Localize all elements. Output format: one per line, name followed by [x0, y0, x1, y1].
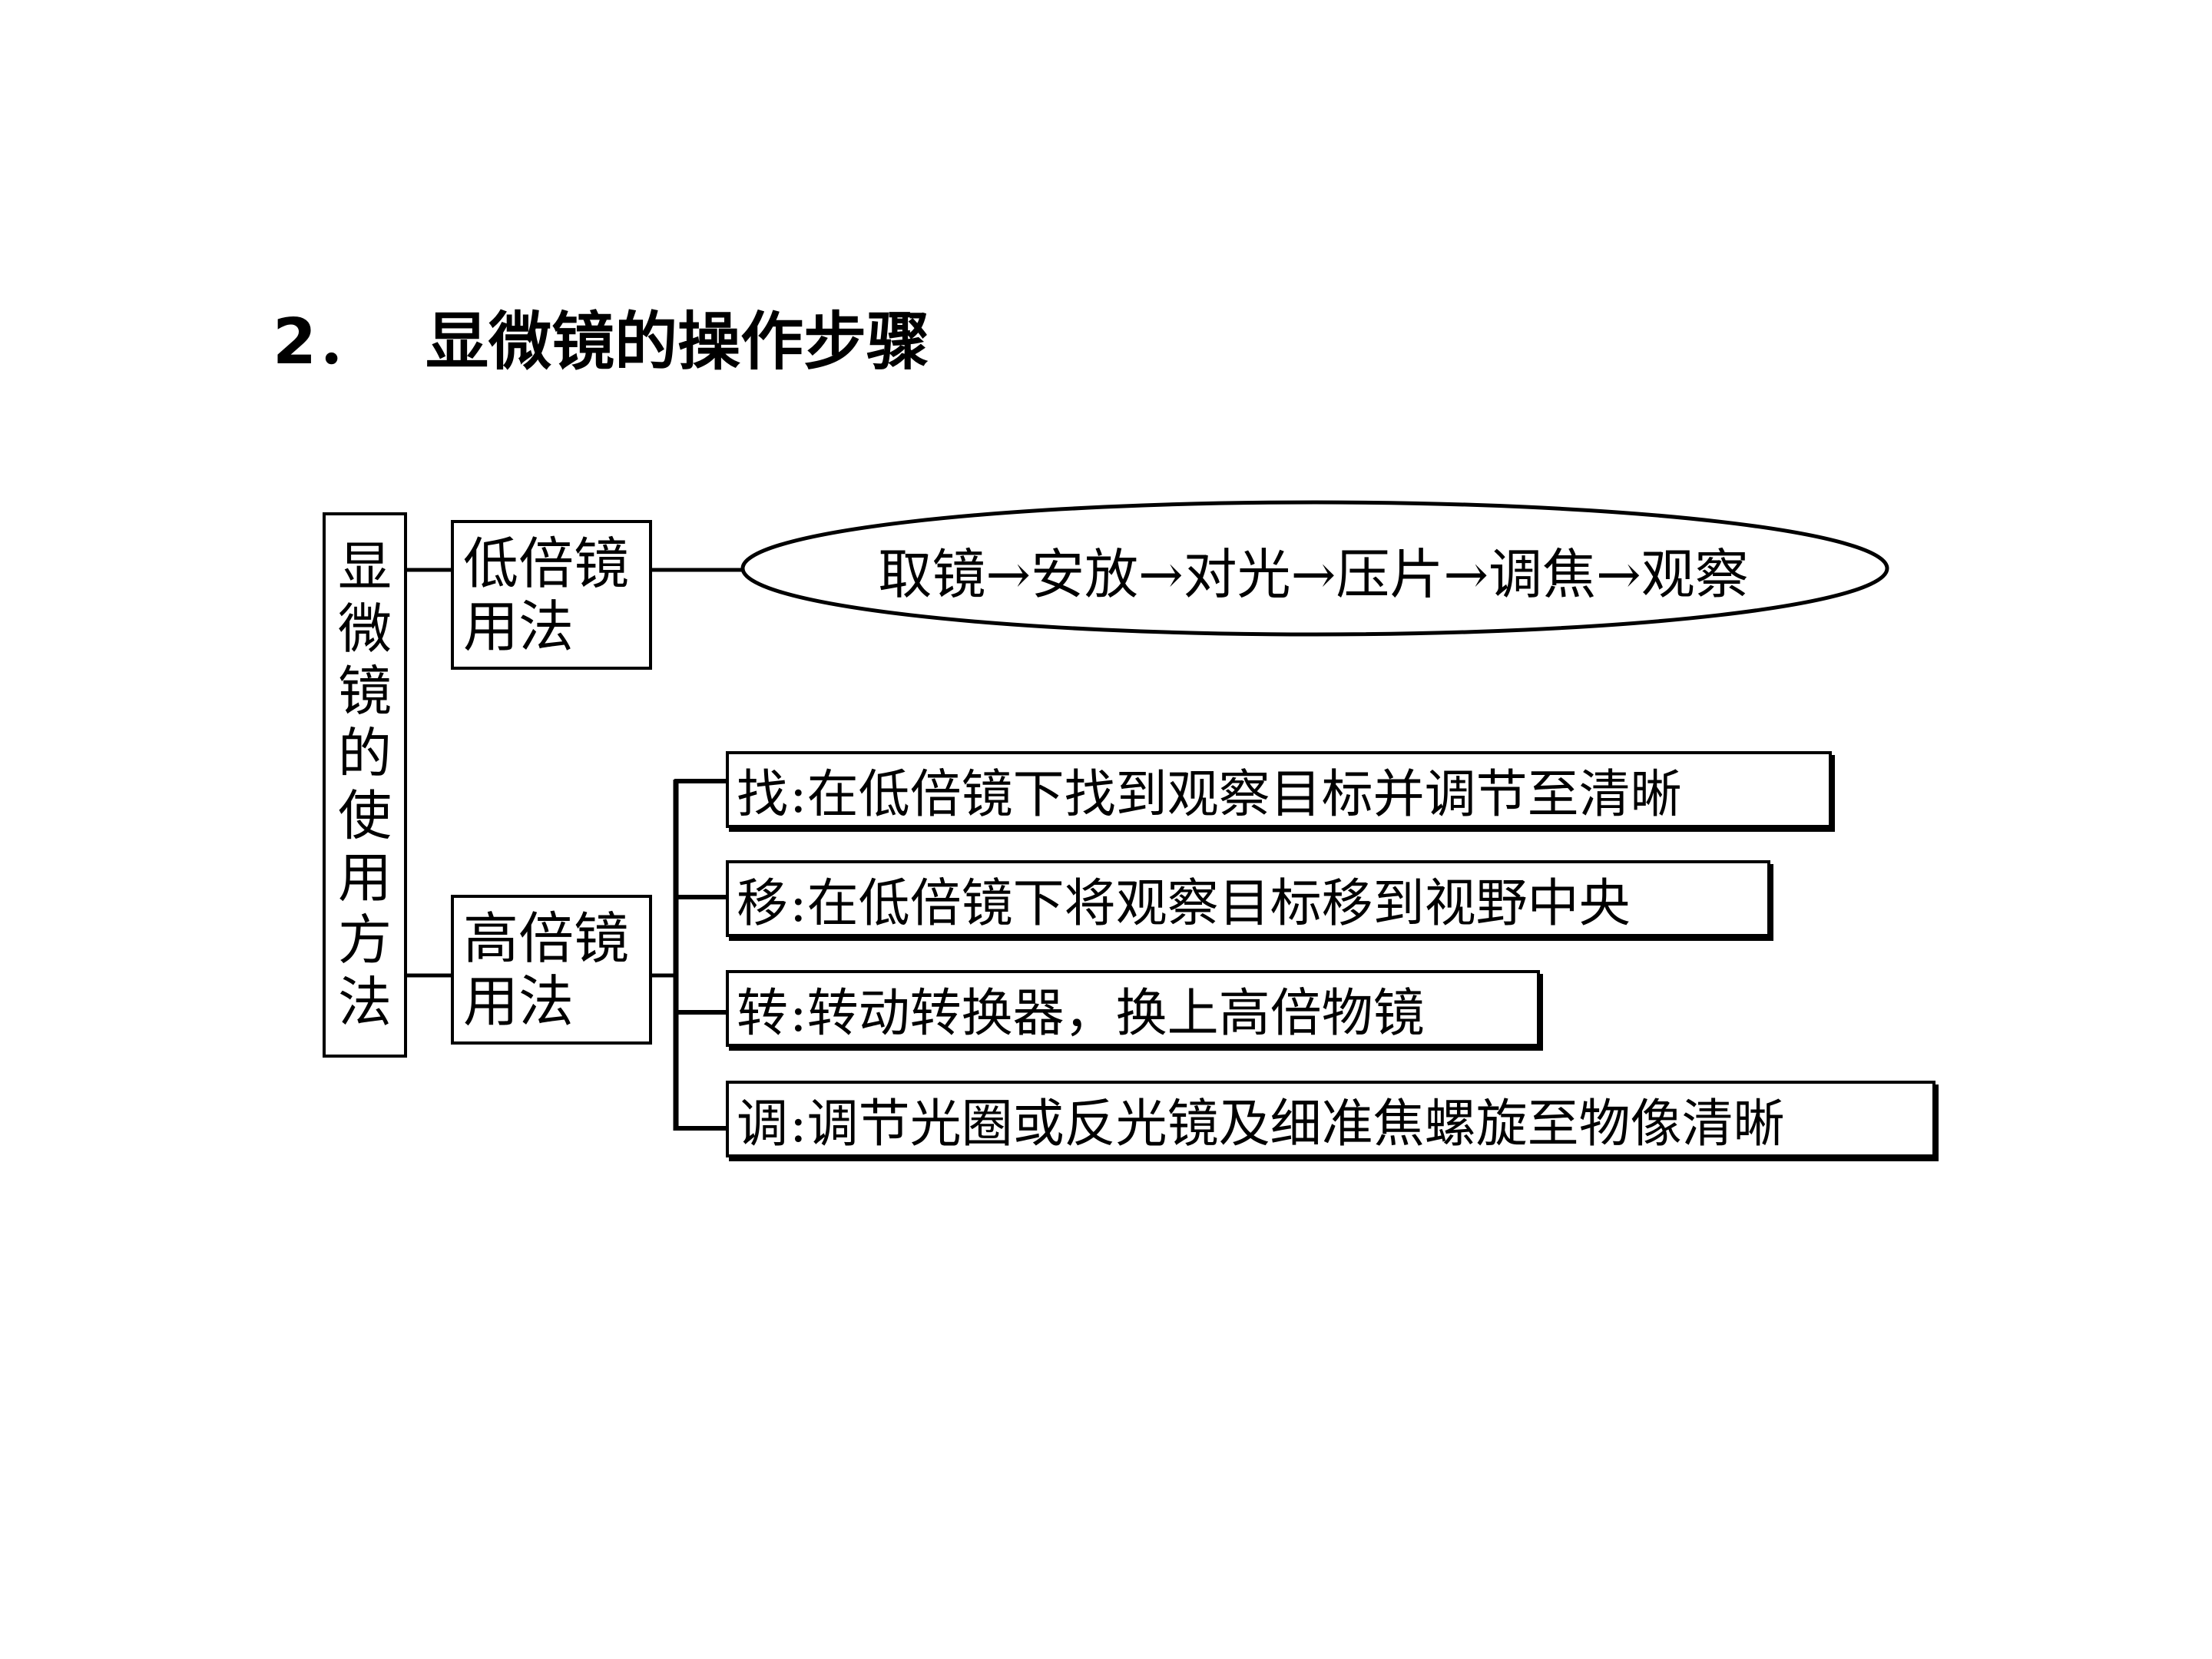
high-power-box: 高倍镜 用法	[451, 895, 652, 1045]
step-turn: 转:转动转换器，换上高倍物镜	[726, 970, 1540, 1047]
root-char: 方	[338, 909, 392, 972]
section-number: 2．	[273, 306, 380, 379]
step-text: :在低倍镜下将观察目标移到视野中央	[790, 873, 1631, 933]
step-text: :在低倍镜下找到观察目标并调节至清晰	[790, 763, 1682, 824]
root-char: 法	[338, 971, 392, 1034]
step-key: 找	[737, 763, 788, 824]
low-power-box: 低倍镜 用法	[451, 520, 652, 670]
step-key: 转	[737, 982, 788, 1043]
root-box: 显 微 镜 的 使 用 方 法	[323, 512, 407, 1058]
low-power-procedure: 取镜→安放→对光→压片→调焦→观察	[878, 542, 1749, 606]
step-key: 移	[737, 873, 788, 933]
section-title: 显微镜的操作步骤	[426, 306, 930, 379]
root-char: 的	[338, 722, 392, 785]
step-text: :调节光圈或反光镜及细准焦螺旋至物像清晰	[790, 1093, 1785, 1154]
root-char: 微	[338, 598, 392, 661]
step-move: 移:在低倍镜下将观察目标移到视野中央	[726, 860, 1770, 937]
high-power-label-line1: 高倍镜	[463, 906, 630, 971]
low-power-label-line1: 低倍镜	[463, 531, 630, 596]
root-char: 用	[338, 846, 392, 909]
root-char: 镜	[338, 660, 392, 723]
step-key: 调	[737, 1093, 788, 1154]
root-char: 显	[338, 535, 392, 598]
procedure-ellipse	[740, 500, 1889, 637]
page-title: 2．显微镜的操作步骤	[273, 311, 929, 374]
low-power-label-line2: 用法	[463, 594, 575, 659]
step-find: 找:在低倍镜下找到观察目标并调节至清晰	[726, 751, 1832, 828]
high-power-label-line2: 用法	[463, 969, 575, 1034]
root-char: 使	[338, 784, 392, 847]
step-text: :转动转换器，换上高倍物镜	[790, 982, 1425, 1043]
step-adjust: 调:调节光圈或反光镜及细准焦螺旋至物像清晰	[726, 1081, 1936, 1157]
